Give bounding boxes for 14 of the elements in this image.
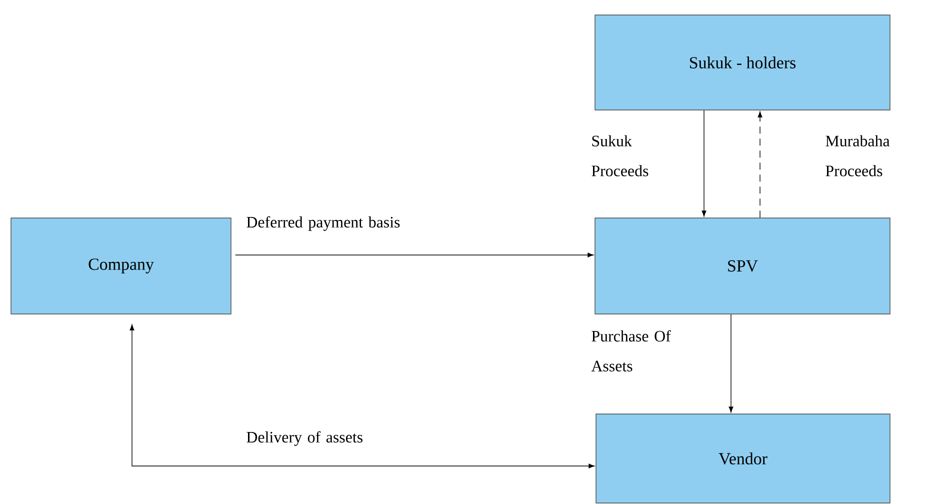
arrow bbox=[235, 252, 594, 258]
arrow bbox=[728, 314, 734, 412]
process-box: Company bbox=[10, 218, 232, 314]
arrow bbox=[130, 324, 594, 468]
process-box: Sukuk - holders bbox=[594, 14, 890, 110]
process-box: Vendor bbox=[596, 414, 890, 504]
arrow bbox=[758, 112, 762, 218]
edge-label: Delivery of assets bbox=[246, 431, 362, 446]
edge-label: Sukuk Proceeds bbox=[592, 135, 648, 176]
edge-label: Deferred payment basis bbox=[246, 216, 400, 231]
edge-label: Murabaha Proceeds bbox=[826, 135, 890, 176]
process-box: SPV bbox=[594, 218, 890, 314]
arrow bbox=[702, 110, 706, 216]
edge-label: Purchase Of Assets bbox=[591, 330, 671, 372]
